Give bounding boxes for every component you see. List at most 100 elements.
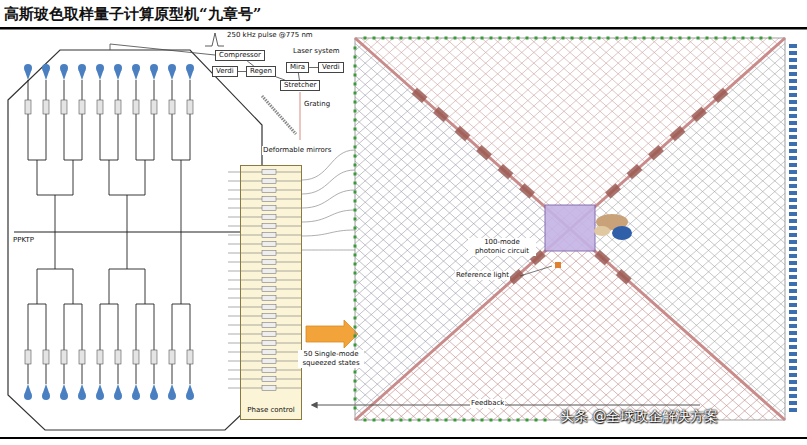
phase-shifter bbox=[262, 323, 276, 328]
mesh-line bbox=[113, 0, 807, 445]
input-port bbox=[607, 37, 610, 40]
detector bbox=[789, 156, 797, 160]
mesh-line bbox=[251, 0, 807, 445]
mesh-line bbox=[12, 0, 807, 445]
input-port bbox=[679, 37, 682, 40]
input-port bbox=[354, 272, 357, 275]
mesh-line bbox=[0, 0, 807, 386]
mesh-line bbox=[60, 0, 807, 445]
input-port bbox=[616, 37, 619, 40]
input-port bbox=[354, 119, 357, 122]
detector bbox=[789, 128, 797, 132]
input-port bbox=[354, 299, 357, 302]
mesh-line bbox=[203, 0, 807, 445]
mesh-line bbox=[44, 0, 807, 445]
phase-shifter bbox=[262, 332, 276, 337]
detector bbox=[789, 401, 797, 405]
mesh-line bbox=[203, 0, 807, 445]
bottom-rule bbox=[0, 437, 807, 439]
detector bbox=[789, 142, 797, 146]
phase-shifter bbox=[262, 305, 276, 310]
input-port bbox=[643, 37, 646, 40]
wire bbox=[109, 269, 110, 304]
detector bbox=[789, 380, 797, 384]
mesh-line bbox=[92, 0, 807, 445]
input-port bbox=[354, 398, 357, 401]
phase-block bbox=[627, 164, 643, 179]
mesh-line bbox=[187, 0, 807, 445]
wire bbox=[172, 304, 173, 384]
mesh-line bbox=[0, 0, 807, 434]
mesh-line bbox=[241, 0, 807, 445]
mesh-line bbox=[230, 0, 807, 445]
mesh-line bbox=[97, 0, 807, 445]
input-port bbox=[697, 37, 700, 40]
mesh-line bbox=[44, 0, 807, 445]
source-icon bbox=[25, 70, 32, 80]
mesh-line bbox=[262, 0, 807, 445]
mesh-line bbox=[241, 0, 807, 445]
mesh-line bbox=[187, 0, 807, 445]
connector bbox=[238, 71, 246, 72]
mesh-line bbox=[134, 0, 807, 445]
mesh-line bbox=[246, 0, 807, 445]
detector bbox=[789, 86, 797, 90]
component bbox=[25, 350, 31, 364]
mesh-line bbox=[193, 0, 807, 445]
input-port bbox=[769, 37, 772, 40]
mesh-line bbox=[272, 18, 807, 445]
mesh-line bbox=[310, 0, 807, 398]
mesh-line bbox=[262, 0, 807, 445]
input-port bbox=[418, 37, 421, 40]
detector bbox=[789, 408, 797, 412]
mesh-line bbox=[140, 0, 807, 445]
mesh-line bbox=[60, 0, 807, 445]
wire bbox=[37, 269, 38, 304]
mesh-line bbox=[145, 0, 807, 445]
detector bbox=[789, 345, 797, 349]
mesh-line bbox=[134, 0, 807, 445]
mesh-line bbox=[326, 78, 807, 445]
connector bbox=[298, 73, 299, 80]
mesh-line bbox=[124, 0, 807, 445]
mesh-line bbox=[0, 6, 807, 445]
mesh-line bbox=[124, 0, 807, 445]
wire bbox=[82, 80, 83, 160]
mesh-line bbox=[28, 0, 807, 445]
component bbox=[25, 100, 31, 114]
mesh-line bbox=[92, 0, 807, 445]
mesh-line bbox=[0, 66, 807, 445]
watermark: 头条 @全球政企解决方案 bbox=[560, 408, 718, 426]
mesh-line bbox=[134, 0, 807, 445]
mesh-line bbox=[28, 0, 807, 445]
wire bbox=[73, 160, 74, 195]
input-port bbox=[364, 37, 367, 40]
mesh-line bbox=[97, 0, 807, 445]
mesh-line bbox=[108, 0, 807, 445]
mesh-line bbox=[23, 0, 807, 445]
mesh-line bbox=[108, 0, 807, 445]
mesh-line bbox=[257, 0, 807, 445]
mesh-line bbox=[219, 0, 807, 445]
wire bbox=[28, 80, 29, 160]
detector bbox=[789, 51, 797, 55]
mesh-line bbox=[33, 0, 807, 445]
